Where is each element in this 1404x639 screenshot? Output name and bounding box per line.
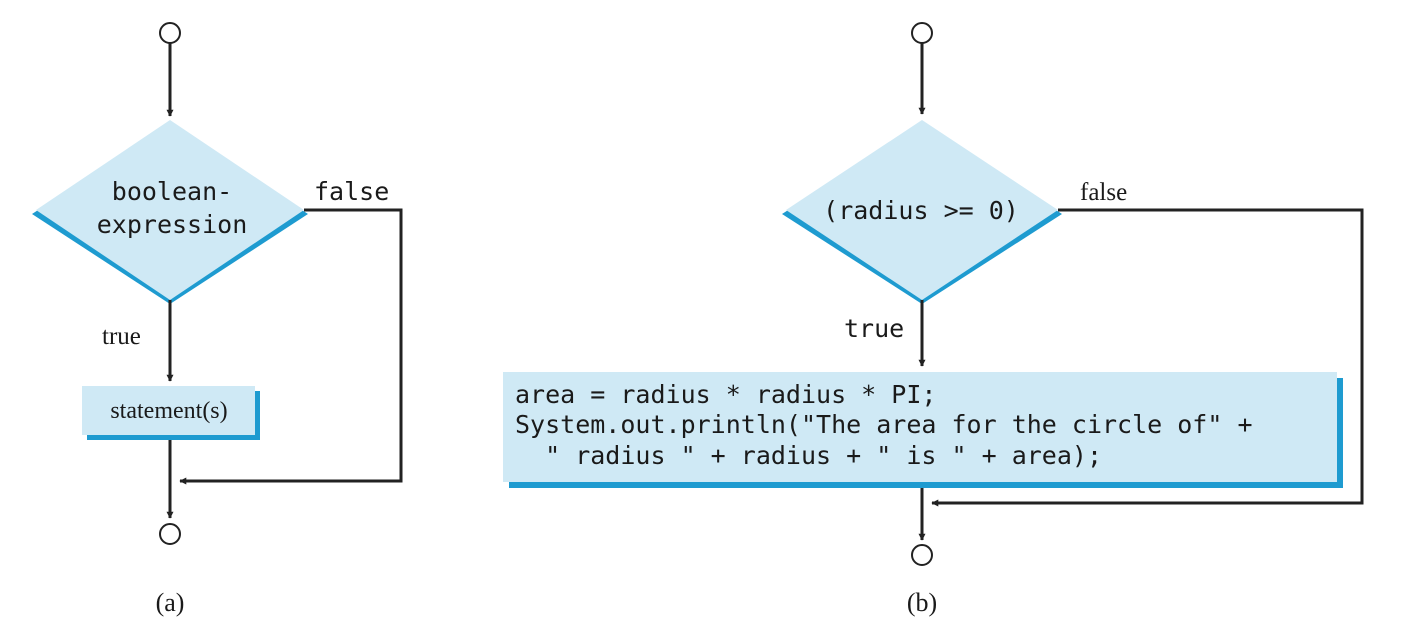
decision-diamond-b	[786, 120, 1058, 300]
code-line-1: area = radius * radius * PI;	[515, 380, 936, 409]
start-terminal-b	[911, 22, 933, 44]
statement-text-a: statement(s)	[110, 398, 227, 424]
caption-a: (a)	[156, 588, 185, 617]
end-terminal-b	[911, 544, 933, 566]
code-line-3: " radius " + radius + " is " + area);	[515, 441, 1102, 470]
false-label-b: false	[1080, 179, 1127, 206]
false-path-a	[179, 208, 403, 485]
code-line-2: System.out.println("The area for the cir…	[515, 410, 1253, 439]
false-label-a: false	[314, 177, 389, 206]
decision-text-a-line2: expression	[97, 210, 248, 239]
start-terminal-a	[159, 22, 181, 44]
diagram-b: (radius >= 0) false true area = radius *…	[503, 22, 1364, 617]
true-label-a: true	[102, 323, 141, 350]
diagram-a: boolean- expression false true statement…	[32, 22, 403, 617]
caption-b: (b)	[907, 588, 937, 617]
false-path-b	[931, 208, 1364, 507]
decision-text-b: (radius >= 0)	[823, 196, 1019, 225]
statement-box-a	[82, 386, 255, 435]
decision-text-a-line1: boolean-	[112, 177, 232, 206]
true-label-b: true	[844, 314, 904, 343]
code-box-b	[503, 372, 1337, 482]
decision-diamond-a	[36, 120, 304, 300]
end-terminal-a	[159, 523, 181, 545]
